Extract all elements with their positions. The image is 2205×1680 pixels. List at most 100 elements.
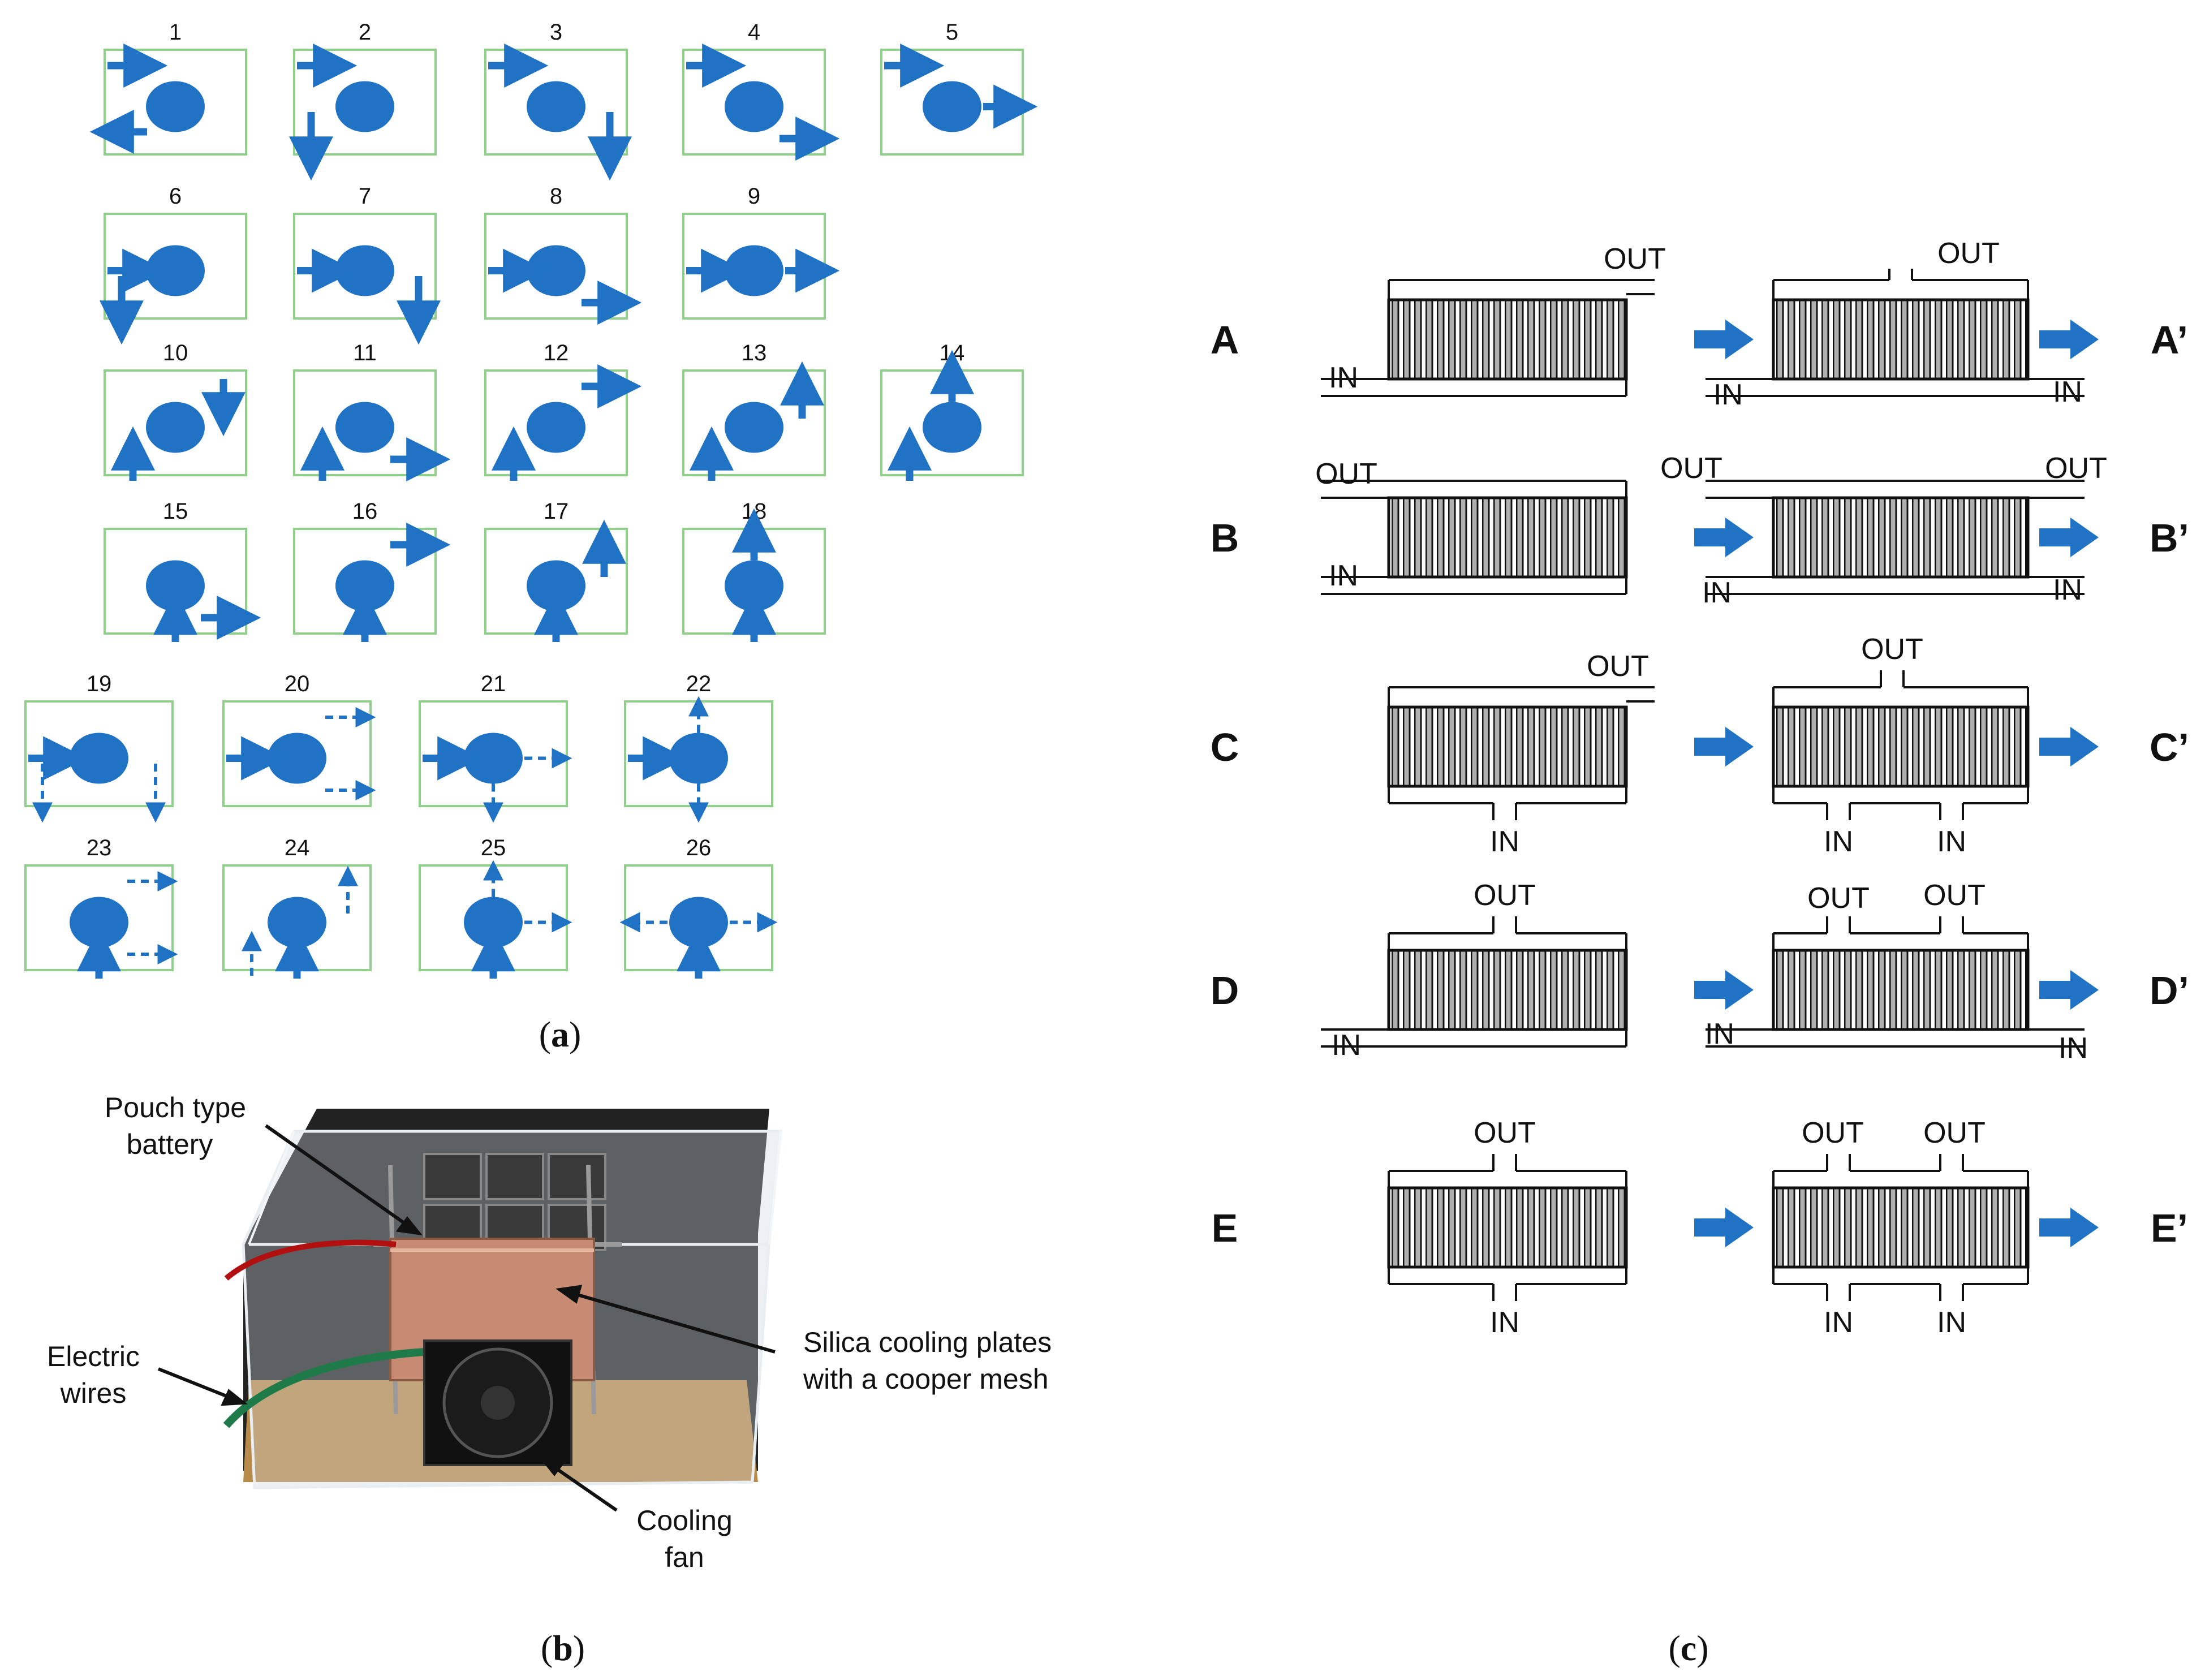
flow-arrow-icon xyxy=(2039,970,2099,1010)
case-number: 8 xyxy=(550,184,562,209)
battery-label-line1: Pouch type xyxy=(105,1092,246,1123)
case-number: 1 xyxy=(169,20,182,45)
plates-label-line1: Silica cooling plates xyxy=(803,1326,1052,1358)
port-label: OUT xyxy=(1315,458,1377,490)
fan-label-line1: Cooling xyxy=(636,1505,733,1536)
cooling-channel-block xyxy=(1772,298,2030,381)
port-label: IN xyxy=(1824,825,1853,858)
panel-b-caption: (b) xyxy=(541,1628,585,1668)
cooling-channel-block xyxy=(1387,705,1628,788)
case-number: 19 xyxy=(87,671,112,696)
case-number: 18 xyxy=(742,499,767,524)
flow-case-7: 7 xyxy=(293,184,441,345)
flow-case-17: 17 xyxy=(484,499,628,642)
flow-case-23: 23 xyxy=(24,835,178,979)
wires-label-line2: wires xyxy=(60,1377,127,1409)
port-label: IN xyxy=(1705,1018,1734,1050)
case-number: 4 xyxy=(748,20,760,45)
flow-case-15: 15 xyxy=(104,499,261,642)
row-label-left: E xyxy=(1212,1206,1238,1250)
panel-b-annotations xyxy=(157,1124,776,1512)
battery-cell xyxy=(146,402,205,453)
case-number: 12 xyxy=(544,341,569,365)
cooling-channel-block xyxy=(1772,1186,2030,1269)
case-number: 23 xyxy=(87,835,112,860)
flow-case-2: 2 xyxy=(289,20,437,181)
port-label: OUT xyxy=(1937,237,2000,270)
cooling-channel-block xyxy=(1387,496,1628,579)
battery-cell xyxy=(923,81,981,132)
flow-case-10: 10 xyxy=(104,341,247,481)
cooling-channel-block xyxy=(1772,496,2030,579)
flow-case-12: 12 xyxy=(484,341,642,481)
battery-cell xyxy=(268,897,326,948)
port-label: OUT xyxy=(1474,879,1536,912)
panel-a-caption: (a) xyxy=(539,1014,582,1054)
port-label: OUT xyxy=(2045,452,2107,485)
port-label: IN xyxy=(1937,1306,1966,1339)
flow-arrow-icon xyxy=(1694,518,1754,557)
flow-case-19: 19 xyxy=(24,671,174,823)
flow-arrow-icon xyxy=(1694,1208,1754,1247)
flow-arrow-icon xyxy=(1694,970,1754,1010)
battery-cell xyxy=(725,402,783,453)
case-number: 10 xyxy=(163,341,188,365)
fan-label-line2: fan xyxy=(665,1541,704,1573)
battery-cell xyxy=(725,81,783,132)
port-label: OUT xyxy=(1923,879,1986,912)
row-label-right: C’ xyxy=(2150,725,2189,769)
battery-cell xyxy=(725,245,783,296)
cooling-channel-block xyxy=(1387,1186,1628,1269)
row-label-right: D’ xyxy=(2150,968,2189,1013)
port-label: OUT xyxy=(1861,633,1923,666)
case-number: 3 xyxy=(550,20,562,45)
battery-cell xyxy=(335,81,394,132)
battery-cell xyxy=(725,560,783,611)
row-label-left: D xyxy=(1211,968,1239,1013)
battery-cell xyxy=(268,733,326,784)
port-label: IN xyxy=(2053,574,2082,606)
port-label: OUT xyxy=(1604,243,1666,275)
case-number: 20 xyxy=(285,671,310,696)
port-label: OUT xyxy=(1923,1117,1986,1149)
flow-case-3: 3 xyxy=(484,20,632,181)
battery-cell xyxy=(146,81,205,132)
flow-case-1: 1 xyxy=(89,20,247,156)
flow-case-4: 4 xyxy=(682,20,840,161)
flow-case-26: 26 xyxy=(619,835,778,979)
wires-label-line1: Electric xyxy=(47,1341,140,1372)
port-label: IN xyxy=(1329,559,1358,592)
battery-cell xyxy=(527,81,585,132)
case-number: 17 xyxy=(544,499,569,524)
battery-cell xyxy=(335,402,394,453)
row-label-right: E’ xyxy=(2151,1206,2188,1250)
battery-cell xyxy=(464,897,523,948)
port-label: IN xyxy=(2053,376,2082,408)
flow-case-16: 16 xyxy=(293,499,451,642)
port-label: OUT xyxy=(1660,452,1722,485)
flow-case-13: 13 xyxy=(682,341,826,481)
flow-arrow-icon xyxy=(1694,727,1754,766)
port-label: IN xyxy=(1490,825,1519,858)
row-label-left: A xyxy=(1211,318,1239,362)
cooling-channel-block xyxy=(1387,949,1628,1031)
port-label: IN xyxy=(1490,1306,1519,1339)
case-number: 21 xyxy=(481,671,506,696)
cooling-channel-block xyxy=(1387,298,1628,381)
cooling-channel-block xyxy=(1772,705,2030,788)
port-label: IN xyxy=(1332,1029,1361,1062)
port-label: IN xyxy=(1937,825,1966,858)
flow-case-21: 21 xyxy=(419,671,572,823)
port-label: OUT xyxy=(1587,650,1649,683)
case-number: 15 xyxy=(163,499,188,524)
row-label-left: B xyxy=(1211,516,1239,560)
port-label: IN xyxy=(1702,576,1732,609)
flow-case-14: 14 xyxy=(880,341,1024,481)
flow-case-18: 18 xyxy=(682,499,826,642)
flow-case-11: 11 xyxy=(293,341,451,481)
battery-cell xyxy=(527,245,585,296)
flow-case-25: 25 xyxy=(419,835,572,979)
